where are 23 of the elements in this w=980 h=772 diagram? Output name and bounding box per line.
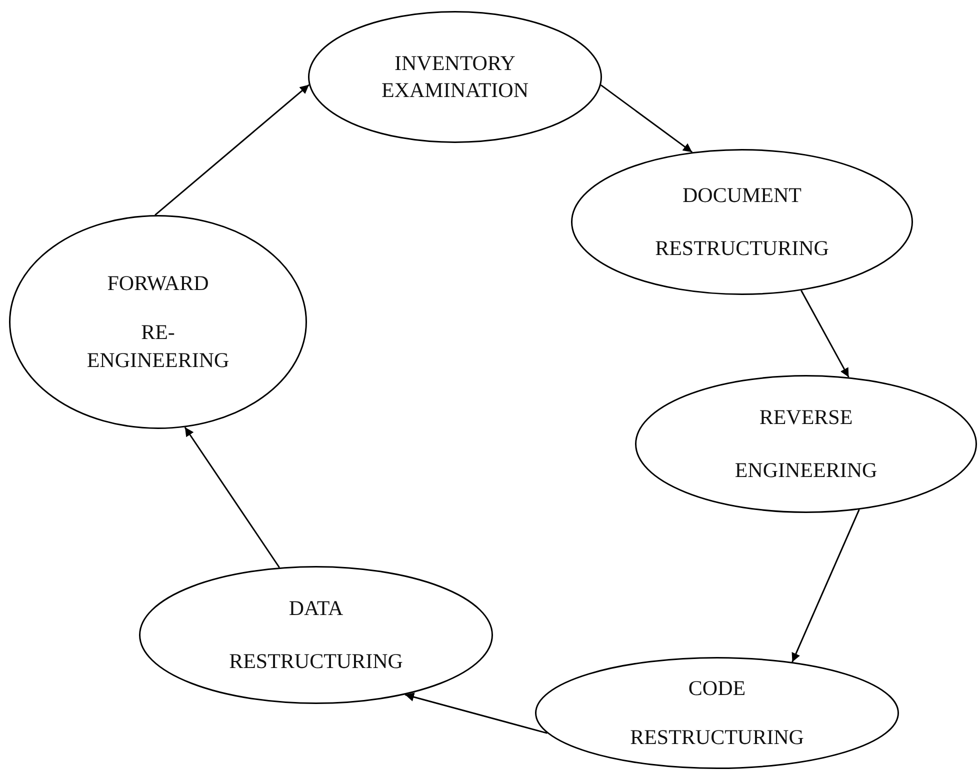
arrow	[404, 692, 548, 734]
node-label: RESTRUCTURING	[229, 648, 403, 675]
node-label: RESTRUCTURING	[630, 724, 804, 751]
node-label: RE- ENGINEERING	[86, 319, 230, 374]
node-label: RESTRUCTURING	[655, 235, 829, 262]
process-ellipse	[635, 375, 977, 513]
node-label: REVERSE	[759, 404, 853, 431]
process-ellipse	[571, 149, 913, 295]
arrow	[792, 509, 860, 662]
node-label: DOCUMENT	[682, 182, 802, 209]
node-label: FORWARD	[107, 270, 209, 298]
process-ellipse	[139, 566, 493, 704]
process-ellipse	[308, 11, 602, 143]
arrow	[154, 84, 310, 216]
node-label: INVENTORY EXAMINATION	[380, 50, 530, 104]
arrow	[800, 290, 850, 378]
node-label: DATA	[288, 594, 344, 622]
process-ellipse	[9, 215, 307, 429]
process-ellipse	[535, 657, 899, 769]
node-label: CODE	[688, 674, 746, 702]
arrow	[184, 426, 280, 568]
node-label: ENGINEERING	[734, 457, 878, 484]
arrow	[600, 84, 693, 153]
